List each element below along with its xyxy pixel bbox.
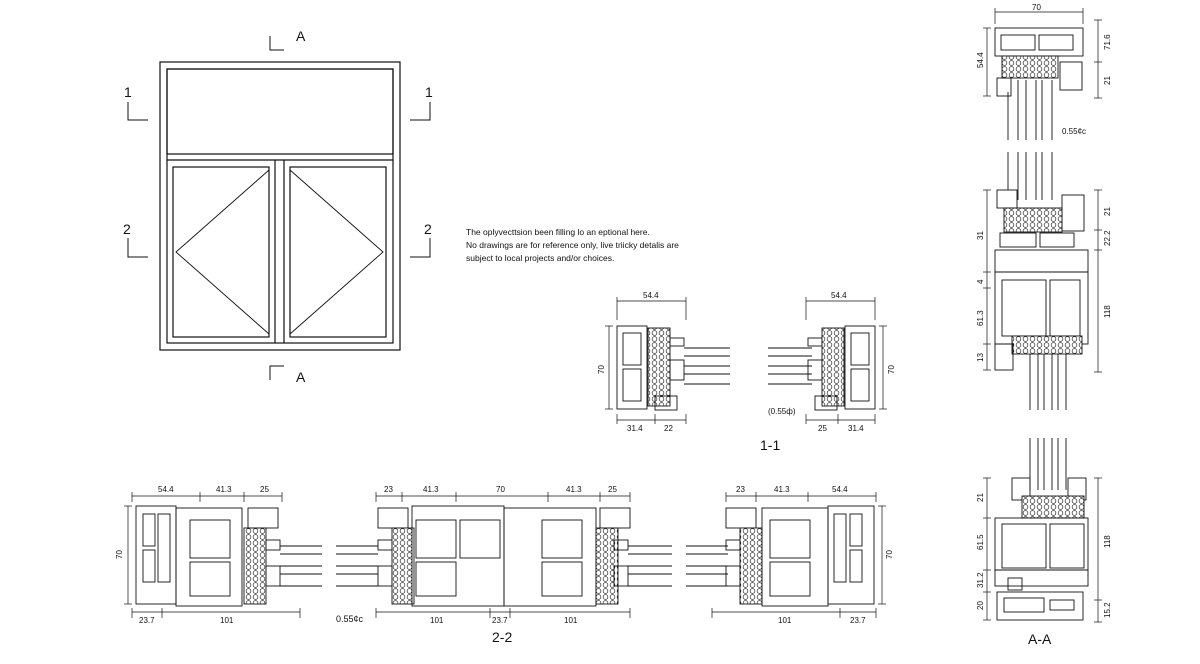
section-1-1-left <box>616 325 730 411</box>
section-a-a-title: A-A <box>1028 631 1052 647</box>
dim-a-a-mid-left-d: 13 <box>976 353 985 362</box>
dim-a-a-upper-left: 54.4 <box>976 52 985 68</box>
dim-1-1-left-bottom-b: 22 <box>664 424 673 433</box>
dim-1-1-right-bottom-a: 25 <box>818 424 827 433</box>
section-2-2-right-group <box>686 505 875 607</box>
dim-2-2-top-g2-a: 23 <box>384 485 393 494</box>
dim-2-2-top-g1-a: 54.4 <box>158 485 174 494</box>
glass-note-2-2: 0.55¢c <box>336 614 364 624</box>
dim-2-2-top-g1-c: 25 <box>260 485 269 494</box>
section-1-1-dimensions <box>605 297 887 424</box>
window-elevation <box>127 36 431 380</box>
dim-a-a-mid-left-b: 4 <box>976 279 985 284</box>
left-sash <box>172 166 270 338</box>
note-line-1: The oplyvecttsion been filling lo an ept… <box>466 227 650 237</box>
dim-2-2-top-g2-c: 70 <box>496 485 505 494</box>
section-mark-bottom: A <box>296 369 306 385</box>
dim-2-2-top-g2-d: 41.3 <box>566 485 582 494</box>
dim-1-1-left-top: 54.4 <box>643 291 659 300</box>
note-line-2: No drawings are for reference only, live… <box>466 240 679 250</box>
dim-a-a-mid-right-c: 118 <box>1103 305 1112 318</box>
section-2-2-dimensions <box>124 492 886 618</box>
dim-a-a-low-left-a: 21 <box>976 493 985 502</box>
dim-a-a-mid-right-a: 21 <box>1103 207 1112 216</box>
dim-2-2-bottom-g2-a: 101 <box>430 616 444 625</box>
right-opening-mark <box>289 169 384 335</box>
glass-note-1-1: (0.55ф) <box>768 407 796 416</box>
dim-2-2-top-g3-a: 23 <box>736 485 745 494</box>
dim-2-2-left-height: 70 <box>115 550 124 559</box>
dim-2-2-bottom-g3-b: 23.7 <box>850 616 866 625</box>
right-sash <box>289 166 387 338</box>
section-mark-left-1: 1 <box>124 84 132 100</box>
dim-a-a-mid-left-a: 31 <box>976 231 985 240</box>
note-line-3: subject to local projects and/or choices… <box>466 253 615 263</box>
dim-2-2-bottom-g1-b: 101 <box>220 616 234 625</box>
dim-2-2-top-g1-b: 41.3 <box>216 485 232 494</box>
dim-2-2-bottom-g2-b: 23.7 <box>492 616 508 625</box>
dim-a-a-low-left-c: 31.2 <box>976 572 985 588</box>
section-2-2-middle-group <box>336 505 672 607</box>
section-mark-right-1: 1 <box>425 84 433 100</box>
dim-a-a-mid-left-c: 61.3 <box>976 310 985 326</box>
dim-a-a-low-right-b: 15.2 <box>1103 602 1112 618</box>
dim-a-a-low-left-b: 61.5 <box>976 534 985 550</box>
dim-a-a-low-right-a: 118 <box>1103 535 1112 548</box>
dim-a-a-upper-right-a: 71.6 <box>1103 34 1112 50</box>
dim-2-2-bottom-g3-a: 101 <box>778 616 792 625</box>
transom-panel <box>166 68 394 155</box>
section-mark-right-2: 2 <box>424 221 432 237</box>
dim-2-2-top-g3-b: 41.3 <box>774 485 790 494</box>
dim-1-1-right-height: 70 <box>887 365 896 374</box>
outer-frame <box>159 61 401 351</box>
dim-2-2-bottom-g2-c: 101 <box>564 616 578 625</box>
section-a-a-dimensions <box>983 8 1102 623</box>
dim-2-2-top-g2-b: 41.3 <box>423 485 439 494</box>
dim-1-1-right-bottom-b: 31.4 <box>848 424 864 433</box>
dim-a-a-mid-right-b: 22.2 <box>1103 230 1112 246</box>
dim-a-a-low-left-d: 20 <box>976 601 985 610</box>
section-2-2-title: 2-2 <box>492 629 512 645</box>
section-mark-top: A <box>296 28 306 44</box>
section-1-1-title: 1-1 <box>760 437 780 453</box>
dim-2-2-top-g2-e: 25 <box>608 485 617 494</box>
dim-1-1-right-top: 54.4 <box>831 291 847 300</box>
dim-a-a-top-width: 70 <box>1032 3 1041 12</box>
dim-2-2-right-height: 70 <box>885 550 894 559</box>
left-opening-mark <box>175 169 270 335</box>
dim-1-1-left-height: 70 <box>597 365 606 374</box>
dim-2-2-top-g3-c: 54.4 <box>832 485 848 494</box>
section-mark-left-2: 2 <box>123 221 131 237</box>
section-2-2-left-group <box>135 505 322 607</box>
section-a-a-profiles <box>994 27 1089 621</box>
dim-1-1-left-bottom-a: 31.4 <box>627 424 643 433</box>
section-1-1-right <box>768 325 876 411</box>
dim-2-2-bottom-g1-a: 23.7 <box>139 616 155 625</box>
inner-frame <box>166 68 394 344</box>
dim-a-a-upper-right-b: 21 <box>1103 76 1112 85</box>
drawing-note: The oplyvecttsion been filling lo an ept… <box>466 226 726 265</box>
glass-note-a-a: 0.55¢c <box>1062 127 1086 136</box>
